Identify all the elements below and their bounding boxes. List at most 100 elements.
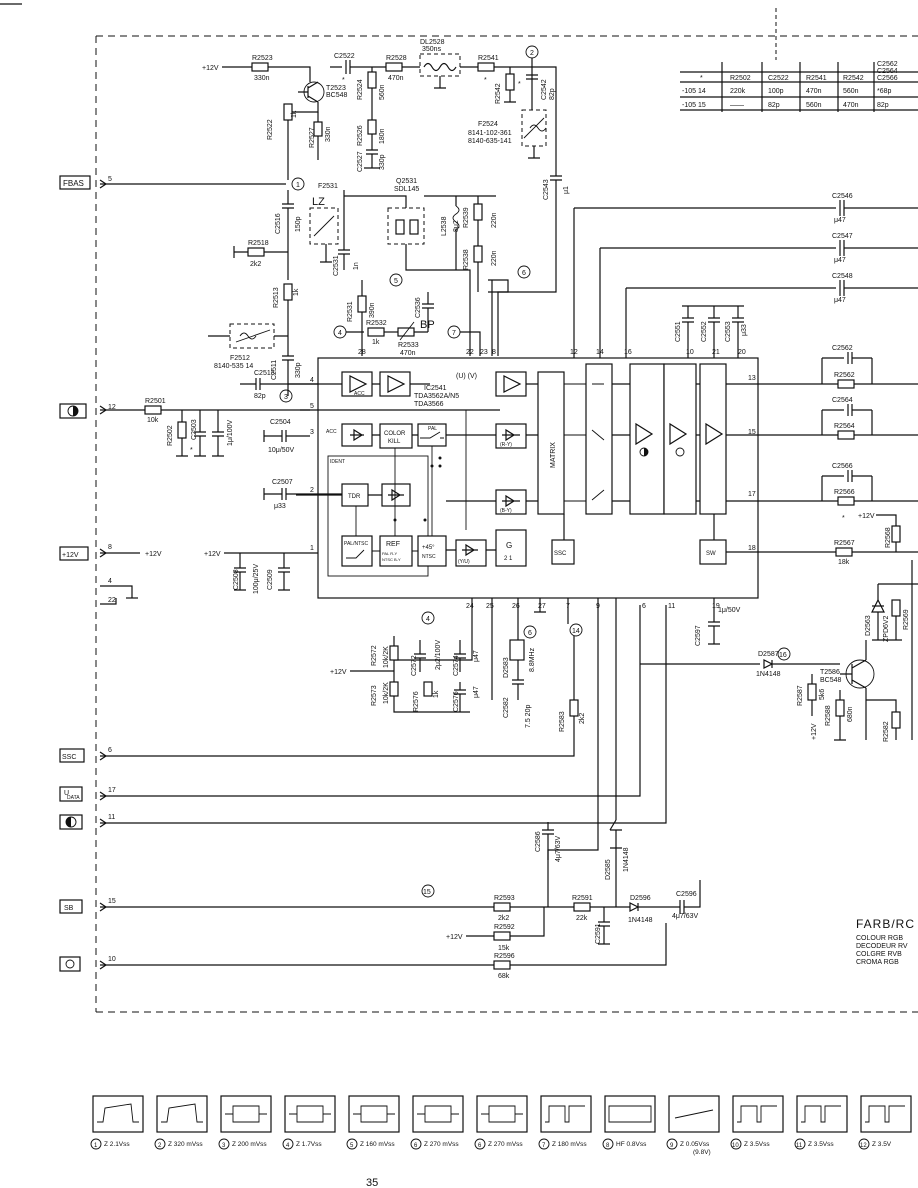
- svg-text:R2568: R2568: [885, 527, 892, 548]
- svg-text:D2587: D2587: [758, 651, 779, 658]
- svg-text:15: 15: [108, 898, 116, 905]
- svg-text:C2591: C2591: [595, 923, 602, 944]
- svg-text:*: *: [842, 515, 845, 522]
- svg-text:C2576: C2576: [453, 691, 460, 712]
- svg-text:2μ2/100V: 2μ2/100V: [435, 640, 442, 670]
- svg-text:560n: 560n: [379, 84, 386, 100]
- svg-text:R2518: R2518: [248, 240, 269, 247]
- svg-text:+12V: +12V: [145, 551, 162, 558]
- resistor-r2531: [357, 295, 367, 313]
- waveform-thumbnail: 6 Z 270 mVss: [474, 1095, 528, 1150]
- ic-block-amp-y: [495, 371, 527, 397]
- connector-sb[interactable]: SB 15: [59, 898, 494, 914]
- svg-text:2k2: 2k2: [250, 261, 261, 268]
- table-header-r2542: R2542: [843, 75, 864, 82]
- input-stage: +12V R2523 330n T2523 BC548 R2522 1k R25…: [202, 39, 570, 200]
- waveform-label: Z 270 mVss: [488, 1141, 523, 1148]
- svg-text:R2564: R2564: [834, 423, 855, 430]
- svg-text:μ47: μ47: [473, 686, 480, 698]
- svg-text:6: 6: [528, 630, 532, 637]
- svg-text:R2576: R2576: [413, 691, 420, 712]
- svg-text:C2551: C2551: [675, 321, 682, 342]
- table-cell: 470n: [843, 102, 859, 109]
- svg-text:μ47: μ47: [834, 257, 846, 264]
- resistor-r2588: [835, 699, 845, 717]
- svg-text:1k: 1k: [293, 288, 300, 296]
- svg-text:10k/2K: 10k/2K: [383, 646, 390, 668]
- svg-text:1: 1: [310, 545, 314, 552]
- connector-data[interactable]: U DATA 17: [59, 605, 641, 802]
- svg-text:1k: 1k: [372, 339, 380, 346]
- test-point-6: [517, 265, 531, 279]
- svg-text:8: 8: [108, 544, 112, 551]
- svg-text:R2522: R2522: [267, 119, 274, 140]
- svg-text:330p: 330p: [379, 154, 386, 170]
- svg-text:C2508: C2508: [233, 569, 240, 590]
- svg-text:19: 19: [712, 603, 720, 610]
- svg-text:μ47: μ47: [834, 217, 846, 224]
- waveform-number: 8: [606, 1143, 610, 1149]
- svg-text:G: G: [506, 541, 512, 550]
- svg-text:C2547: C2547: [832, 233, 853, 240]
- table-cell: 220k: [730, 88, 746, 95]
- table-header-r2541: R2541: [806, 75, 827, 82]
- ic2541: IC2541 TDA3562A/N5 TDA3566 (U) (V) 28 22…: [288, 349, 759, 610]
- svg-text:R2591: R2591: [572, 895, 593, 902]
- waveform-number: 6: [478, 1143, 482, 1149]
- svg-text:1N4148: 1N4148: [756, 671, 781, 678]
- connector-12v[interactable]: +12V 8 +12V: [59, 544, 162, 561]
- svg-text:μ33: μ33: [274, 503, 286, 510]
- ic-left-externals: R2501 10k R2502 * C2503 1μ/100V C2504 10…: [144, 398, 342, 594]
- svg-text:1: 1: [296, 182, 300, 189]
- svg-text:4: 4: [426, 616, 430, 623]
- connector-fbas[interactable]: FBAS 5: [59, 175, 286, 190]
- resistor-r2572: [389, 645, 399, 661]
- connector-rgb-input[interactable]: 12: [59, 403, 145, 419]
- svg-text:C2546: C2546: [832, 193, 853, 200]
- svg-text:22: 22: [108, 597, 116, 604]
- svg-text:PAL/NTSC: PAL/NTSC: [344, 541, 368, 547]
- svg-text:L2538: L2538: [441, 216, 448, 236]
- svg-text:+12V: +12V: [62, 552, 79, 559]
- svg-text:KILL: KILL: [388, 439, 401, 445]
- svg-text:82p: 82p: [549, 88, 556, 100]
- connector-contrast[interactable]: 11: [59, 605, 667, 830]
- waveform-label: Z 180 mVss: [552, 1141, 587, 1148]
- svg-text:28: 28: [358, 349, 366, 356]
- svg-text:26: 26: [512, 603, 520, 610]
- svg-text:C2542: C2542: [541, 79, 548, 100]
- ic-block-phase-shift: [417, 535, 447, 567]
- svg-text:470n: 470n: [388, 75, 404, 82]
- svg-text:*: *: [190, 447, 193, 454]
- resistor-r2522: [283, 103, 293, 121]
- filter-q2531: [387, 207, 425, 245]
- svg-text:330n: 330n: [325, 126, 332, 142]
- svg-text:13: 13: [748, 375, 756, 382]
- svg-text:IDENT: IDENT: [330, 459, 345, 465]
- connector-ssc[interactable]: SSC 6: [59, 710, 575, 763]
- svg-text:R2593: R2593: [494, 895, 515, 902]
- svg-text:11: 11: [108, 814, 115, 821]
- svg-text:22: 22: [466, 349, 474, 356]
- svg-text:82p: 82p: [254, 393, 266, 400]
- svg-text:14: 14: [572, 628, 580, 635]
- svg-text:(B-Y): (B-Y): [500, 508, 512, 514]
- right-side-outputs: C2546 μ47 C2547 μ47 C2548 μ47 C2551 C255…: [573, 193, 918, 742]
- svg-text:R2567: R2567: [834, 540, 855, 547]
- connector-brightness[interactable]: 10: [59, 956, 494, 972]
- table-cell: -105 15: [682, 102, 706, 109]
- svg-text:F2531: F2531: [318, 183, 338, 190]
- svg-text:R2572: R2572: [371, 645, 378, 666]
- resistor-r2539: [473, 203, 483, 221]
- svg-text:16: 16: [624, 349, 632, 356]
- svg-text:1N4148: 1N4148: [623, 847, 630, 872]
- svg-text:18k: 18k: [838, 559, 850, 566]
- svg-text:C2509: C2509: [267, 569, 274, 590]
- svg-text:15: 15: [748, 429, 756, 436]
- resistor-r2502: [177, 421, 187, 439]
- svg-text:C2511: C2511: [271, 360, 278, 380]
- svg-text:SSC: SSC: [554, 551, 567, 557]
